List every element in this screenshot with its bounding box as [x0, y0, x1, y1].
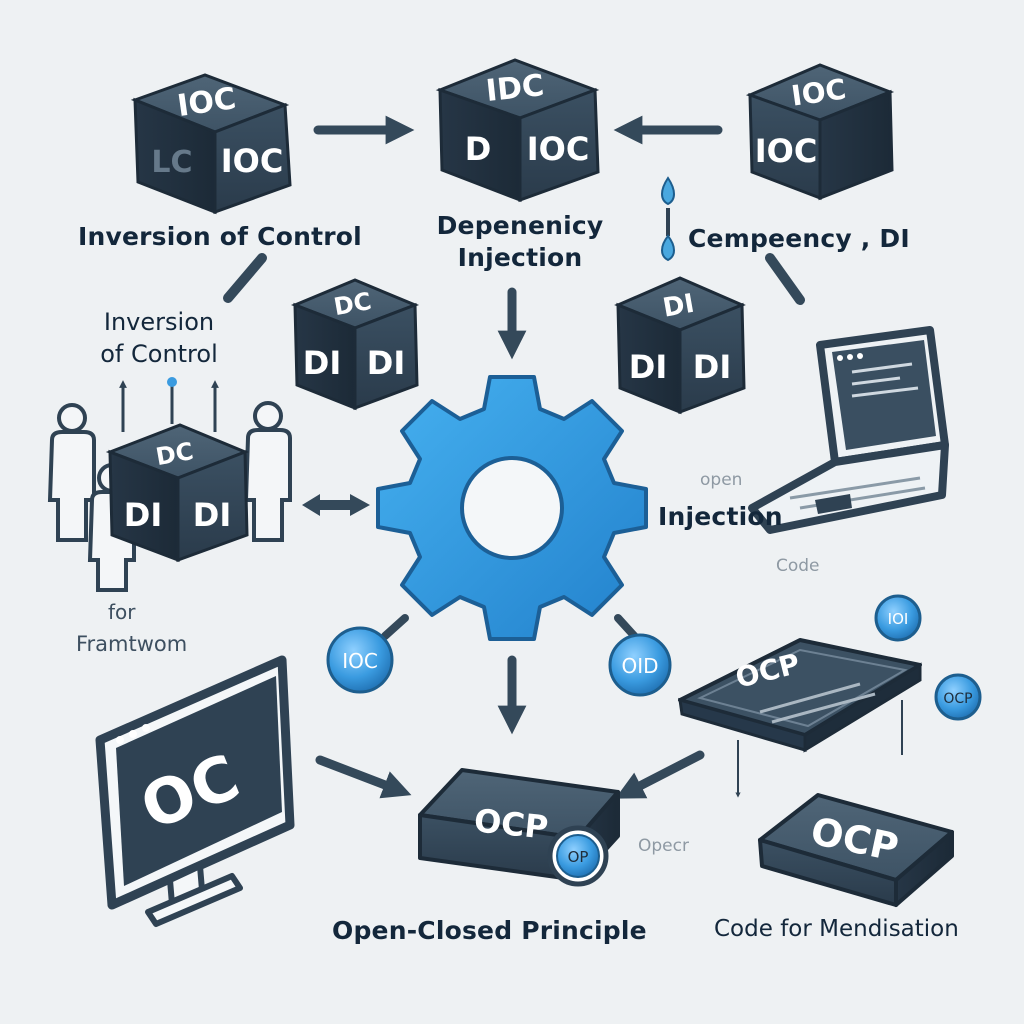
person-right-icon — [243, 401, 292, 542]
badge-oid-right-text: OID — [621, 654, 658, 678]
cube-top-left-front-text: IOC — [221, 142, 284, 180]
cube-top-left: IOC LC IOC — [130, 73, 292, 215]
cube-top-center-top-text: IDC — [484, 68, 545, 109]
cube-top-left-top-text: IOC — [175, 81, 238, 124]
cube-mid-right-front-text: DI — [693, 348, 731, 386]
laptop-icon — [748, 326, 949, 534]
label-code-mod: Code for Mendisation — [714, 916, 959, 942]
connector-left-curve — [223, 253, 267, 303]
monitor-icon: OC — [95, 655, 295, 927]
arrow-card-to-ocp — [615, 750, 705, 799]
cube-left-person-box-front-text: DI — [193, 496, 231, 534]
cube-left-person-box-top-text: DC — [154, 437, 196, 471]
label-opecr-faint: Opecr — [638, 836, 689, 856]
label-injection: Injection — [658, 502, 783, 531]
badge-oid-right: OID — [608, 633, 672, 697]
arrow-monitor-to-ocp — [315, 755, 412, 799]
cube-mid-left-front-text: DI — [367, 344, 405, 382]
badge-ocp-center: OP — [547, 825, 609, 887]
badge-ocp-center-text: OP — [568, 848, 589, 866]
badge-ioc-left-text: IOC — [342, 649, 378, 673]
cube-mid-right-top-text: DI — [661, 289, 697, 324]
badge-ocp-small-right: OCP — [934, 673, 982, 721]
label-di-title-line1: Depenenicy — [436, 211, 604, 240]
arrow-up-center-dot — [167, 377, 177, 387]
label-ioc-small: Inversion of Control — [84, 306, 234, 370]
cube-top-center-side-text: D — [465, 130, 492, 168]
ocp-center-block-text: OCP — [472, 801, 550, 847]
cube-mid-right-side-text: DI — [629, 348, 667, 386]
connector-right-curve — [765, 253, 805, 305]
label-di-title: Depenenicy Injection — [420, 210, 620, 274]
cube-top-left-side-text: LC — [151, 145, 192, 180]
label-compency: Cempeency , DI — [688, 224, 910, 253]
badge-ioc-left: IOC — [326, 626, 394, 694]
cube-top-right-front-text: IOC — [755, 132, 818, 170]
cube-top-right: IOC IOC — [745, 63, 895, 201]
label-open-faint: open — [700, 470, 743, 490]
label-for: for — [108, 600, 136, 624]
cube-top-center-front-text: IOC — [527, 130, 590, 168]
badge-ocp-small-right-text: OCP — [943, 691, 972, 707]
label-ioc-title: Inversion of Control — [78, 222, 362, 251]
cube-left-person-box-side-text: DI — [124, 496, 162, 534]
label-ioc-small-line1: Inversion — [103, 308, 215, 336]
droplet-icon — [661, 176, 675, 262]
label-ioc-small-line2: of Control — [100, 340, 218, 368]
cube-mid-left-top-text: DC — [332, 287, 374, 321]
label-code-faint: Code — [776, 556, 820, 576]
ocp-card: OCP — [678, 638, 922, 753]
person-left-icon — [47, 403, 96, 542]
label-di-title-line2: Injection — [457, 243, 583, 272]
connector-gear-to-ioc — [381, 614, 409, 640]
cube-mid-right: DI DI DI — [614, 276, 746, 415]
label-framework: Framtwom — [76, 632, 188, 656]
label-ocp-title: Open-Closed Principle — [332, 916, 647, 945]
cube-top-center: IDC D IOC — [435, 58, 600, 203]
cube-mid-left: DC DI DI — [290, 278, 420, 411]
cube-top-right-top-text: IOC — [789, 72, 848, 112]
badge-top-right-small-text: IOI — [888, 610, 909, 628]
gear-icon — [376, 375, 648, 641]
double-arrow-to-gear — [302, 494, 370, 516]
cube-left-person-box: DC DI DI — [105, 423, 250, 563]
cube-mid-left-side-text: DI — [303, 344, 341, 382]
ocp-right-block: OCP — [758, 793, 954, 907]
badge-top-right-small: IOI — [874, 594, 922, 642]
